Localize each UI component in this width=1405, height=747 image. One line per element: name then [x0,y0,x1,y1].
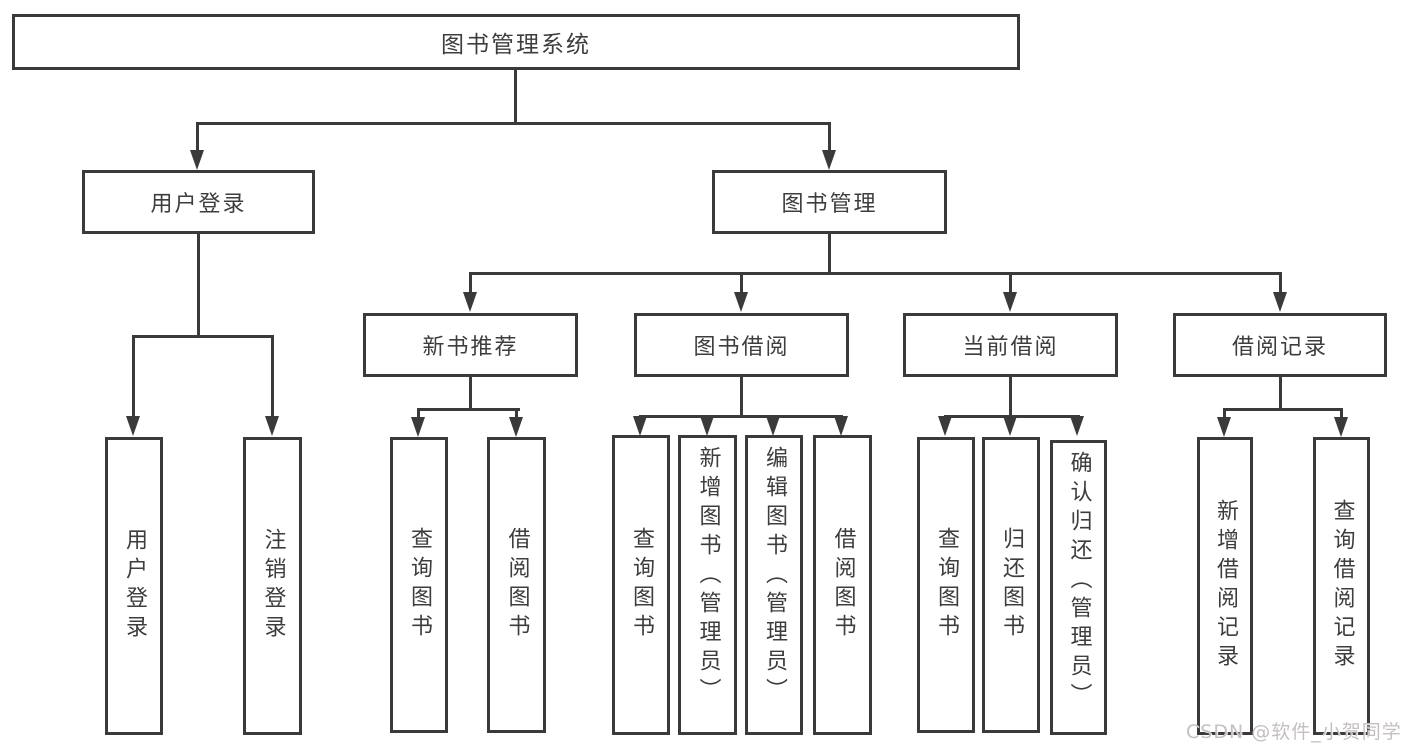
arrow-down-icon [1003,416,1017,436]
connector-drop [1223,408,1226,419]
leaf-confirm-return-admin: 确认归还（管理员） [1050,440,1107,735]
leaf-borrow-books: 借阅图书 [813,435,872,735]
leaf-label: 查询图书 [629,527,654,643]
connector-book-borrow-rail [639,415,843,418]
node-current-borrow-label: 当前借阅 [962,335,1059,360]
leaf-query-books-current: 查询图书 [917,437,975,733]
leaf-label: 新增借阅记录 [1213,499,1238,673]
arrow-down-icon [1003,292,1017,312]
arrow-down-icon [126,416,140,436]
connector-new-book-stem [469,377,472,408]
leaf-label: 编辑图书（管理员） [762,446,787,707]
leaf-label: 查询图书 [934,527,959,643]
leaf-add-borrow-record: 新增借阅记录 [1197,437,1253,735]
connector-drop [515,408,518,419]
arrow-down-icon [463,292,477,312]
arrow-down-icon [1273,292,1287,312]
leaf-label: 查询借阅记录 [1329,499,1355,673]
connector-new-book-rail [417,408,520,411]
arrow-down-icon [834,416,848,436]
node-current-borrow: 当前借阅 [903,313,1118,377]
leaf-query-books-borrow: 查询图书 [612,435,670,735]
node-book-borrow: 图书借阅 [634,313,849,377]
arrow-down-icon [734,292,748,312]
node-root: 图书管理系统 [12,14,1020,70]
leaf-label: 借阅图书 [830,527,856,643]
node-borrow-records-label: 借阅记录 [1231,335,1328,360]
connector-user-login-rail [132,335,274,338]
leaf-label: 确认归还（管理员） [1066,451,1092,712]
watermark: CSDN @软件_小贺同学 [1186,721,1402,743]
leaf-query-books-recommend: 查询图书 [390,437,448,733]
connector-drop-current-borrow [1009,272,1012,294]
arrow-down-icon [700,416,714,436]
leaf-add-books-admin: 新增图书（管理员） [678,435,737,735]
connector-root-stem [514,70,517,123]
connector-drop [417,408,420,419]
leaf-label: 归还图书 [999,527,1024,643]
arrow-down-icon [190,150,204,170]
connector-drop-new-book [469,272,472,294]
connector-user-login-stem [197,234,200,335]
leaf-user-login: 用户登录 [105,437,163,735]
connector-drop-book-borrow [740,272,743,294]
node-user-login-label: 用户登录 [150,192,247,217]
connector-drop-book-management [828,122,831,152]
arrow-down-icon [633,416,647,436]
node-root-label: 图书管理系统 [441,32,591,58]
arrow-down-icon [1334,417,1348,437]
leaf-label: 查询图书 [407,527,432,643]
leaf-query-borrow-record: 查询借阅记录 [1313,437,1370,735]
leaf-label: 借阅图书 [504,527,530,643]
leaf-label: 新增图书（管理员） [695,446,721,707]
connector-drop-leaf-logout [271,335,274,418]
connector-current-borrow-stem [1009,377,1012,415]
node-book-management-label: 图书管理 [781,192,878,217]
arrow-down-icon [265,416,279,436]
connector-root-rail [197,122,831,125]
connector-book-management-stem [828,234,831,272]
node-book-management: 图书管理 [712,170,947,234]
leaf-label: 注销登录 [260,528,286,644]
arrow-down-icon [1070,416,1084,436]
arrow-down-icon [938,416,952,436]
node-user-login: 用户登录 [82,170,315,234]
leaf-edit-books-admin: 编辑图书（管理员） [745,435,803,735]
arrow-down-icon [822,150,836,170]
connector-book-borrow-stem [740,377,743,415]
arrow-down-icon [509,417,523,437]
connector-drop-borrow-records [1279,272,1282,294]
node-new-book-recommend-label: 新书推荐 [422,335,519,360]
connector-drop [1340,408,1343,419]
node-book-borrow-label: 图书借阅 [693,335,790,360]
node-borrow-records: 借阅记录 [1173,313,1387,377]
connector-borrow-records-rail [1223,408,1343,411]
connector-borrow-records-stem [1279,377,1282,408]
arrow-down-icon [766,416,780,436]
leaf-return-books: 归还图书 [982,437,1040,733]
arrow-down-icon [411,417,425,437]
node-new-book-recommend: 新书推荐 [363,313,578,377]
connector-drop-leaf-login [132,335,135,418]
leaf-borrow-books-recommend: 借阅图书 [487,437,546,733]
leaf-logout: 注销登录 [243,437,302,735]
leaf-label: 用户登录 [122,528,147,644]
arrow-down-icon [1217,417,1231,437]
connector-book-management-rail [469,272,1281,275]
connector-drop-user-login [196,122,199,152]
